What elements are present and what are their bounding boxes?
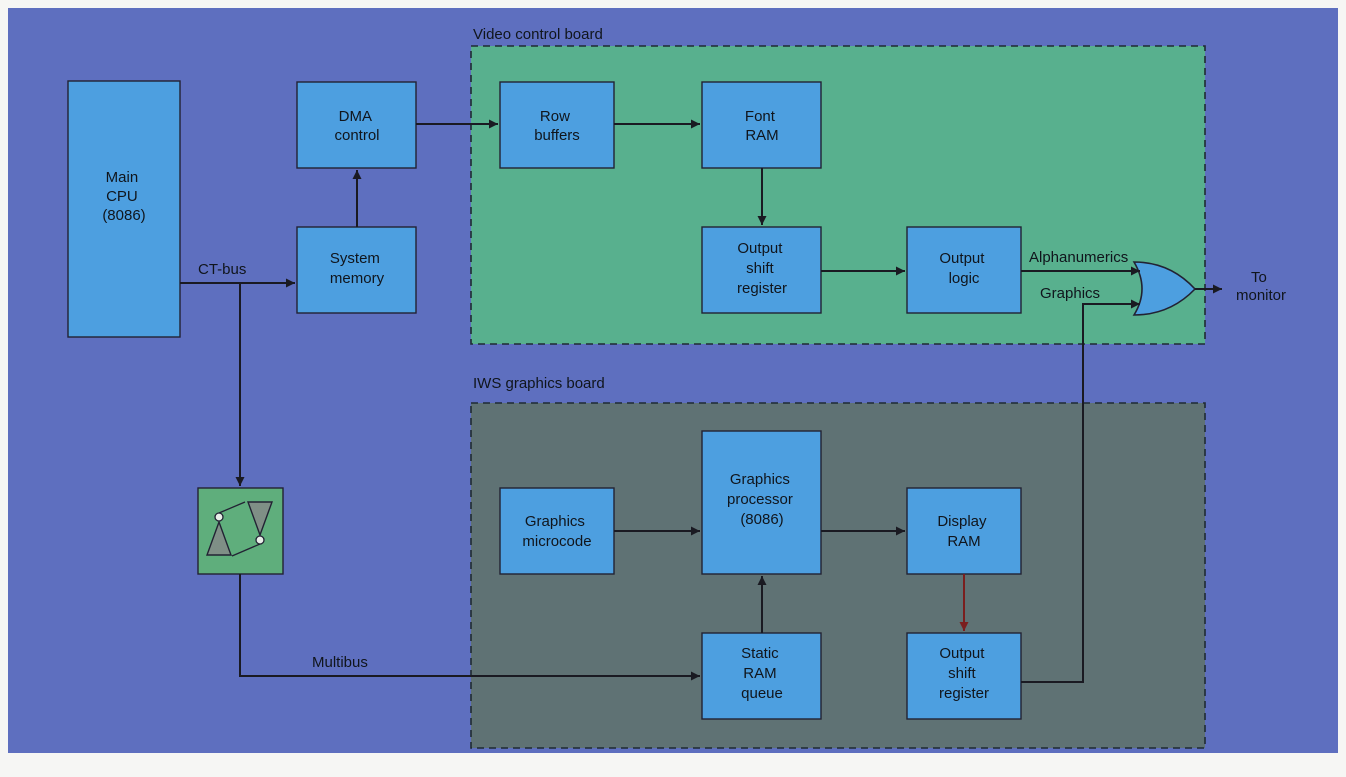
svg-text:DMA control: DMA control xyxy=(334,108,379,144)
outshift-v-line-2: shift xyxy=(746,260,774,277)
svg-text:Graphics processor: Graphics processor (8086) xyxy=(727,471,797,528)
svg-text:Graphics microcode: Graphics microcode xyxy=(522,513,591,550)
outshift-v-line-3: register xyxy=(737,280,787,297)
dma-line-2: control xyxy=(334,127,379,144)
graphics-microcode-block: Graphics microcode xyxy=(499,487,615,575)
display-ram-block: Display RAM xyxy=(906,487,1022,575)
output-logic-block: Output logic xyxy=(906,226,1022,314)
svg-text:Output shift regis: Output shift register xyxy=(737,240,787,297)
iws-board-label: IWS graphics board xyxy=(473,375,605,392)
svg-text:Display RAM: Display RAM xyxy=(937,513,990,550)
or-gate-icon xyxy=(1132,261,1197,316)
rowbuf-line-1: Row xyxy=(540,108,570,125)
outshift-g-line-1: Output xyxy=(939,645,985,662)
gmicro-line-2: microcode xyxy=(522,533,591,550)
fontram-line-1: Font xyxy=(745,108,776,125)
gproc-line-1: Graphics xyxy=(730,471,790,488)
outshift-g-line-2: shift xyxy=(948,665,976,682)
sysmem-line-1: System xyxy=(330,250,380,267)
svg-text:System memory: System memory xyxy=(330,250,385,287)
svg-text:Output shift regis: Output shift register xyxy=(939,645,989,702)
video-output-shift-register-block: Output shift register xyxy=(701,226,822,314)
dispram-line-1: Display xyxy=(937,513,987,530)
outshift-v-line-1: Output xyxy=(737,240,783,257)
outlogic-line-1: Output xyxy=(939,250,985,267)
system-memory-block: System memory xyxy=(296,226,417,314)
alphanumerics-label: Alphanumerics xyxy=(1029,249,1128,266)
graphics-label: Graphics xyxy=(1040,285,1100,302)
outshift-g-line-3: register xyxy=(939,685,989,702)
ctbus-label: CT-bus xyxy=(198,261,246,278)
gproc-line-2: processor xyxy=(727,491,793,508)
font-ram-block: Font RAM xyxy=(701,81,822,169)
svg-text:Main CPU (8086): Main CPU (8086) xyxy=(102,169,145,224)
graphics-wire xyxy=(1021,299,1140,683)
sysmem-line-2: memory xyxy=(330,270,385,287)
main-cpu-block: Main CPU (8086) xyxy=(67,80,181,338)
bus-transceiver-icon xyxy=(197,487,284,575)
rowbuf-line-2: buffers xyxy=(534,127,580,144)
svg-text:Row buffers: Row buffers xyxy=(534,108,580,144)
cpu-line-1: Main xyxy=(106,169,139,186)
to-monitor-line-1: To xyxy=(1251,269,1267,286)
to-monitor-label: To monitor xyxy=(1236,269,1286,304)
sram-line-1: Static xyxy=(741,645,779,662)
graphics-processor-block: Graphics processor (8086) xyxy=(701,430,822,575)
sram-line-3: queue xyxy=(741,685,783,702)
svg-text:Static RAM queue: Static RAM queue xyxy=(741,645,783,702)
gproc-line-3: (8086) xyxy=(740,511,783,528)
dma-control-block: DMA control xyxy=(296,81,417,169)
cpu-line-2: CPU xyxy=(106,188,138,205)
dispram-line-2: RAM xyxy=(947,533,980,550)
graphics-output-shift-register-block: Output shift register xyxy=(906,632,1022,720)
iws-graphics-board xyxy=(470,402,1206,749)
static-ram-queue-block: Static RAM queue xyxy=(701,632,822,720)
multibus-label: Multibus xyxy=(312,654,368,671)
gmicro-line-1: Graphics xyxy=(525,513,585,530)
to-monitor-line-2: monitor xyxy=(1236,287,1286,304)
outlogic-line-2: logic xyxy=(949,270,980,287)
fontram-line-2: RAM xyxy=(745,127,778,144)
row-buffers-block: Row buffers xyxy=(499,81,615,169)
multibus-wire xyxy=(239,574,700,681)
dma-line-1: DMA xyxy=(339,108,372,125)
sram-line-2: RAM xyxy=(743,665,776,682)
svg-text:Font RAM: Font RAM xyxy=(745,108,779,144)
video-board-label: Video control board xyxy=(473,26,603,43)
svg-text:Output logic: Output logic xyxy=(939,250,988,287)
cpu-line-3: (8086) xyxy=(102,207,145,224)
